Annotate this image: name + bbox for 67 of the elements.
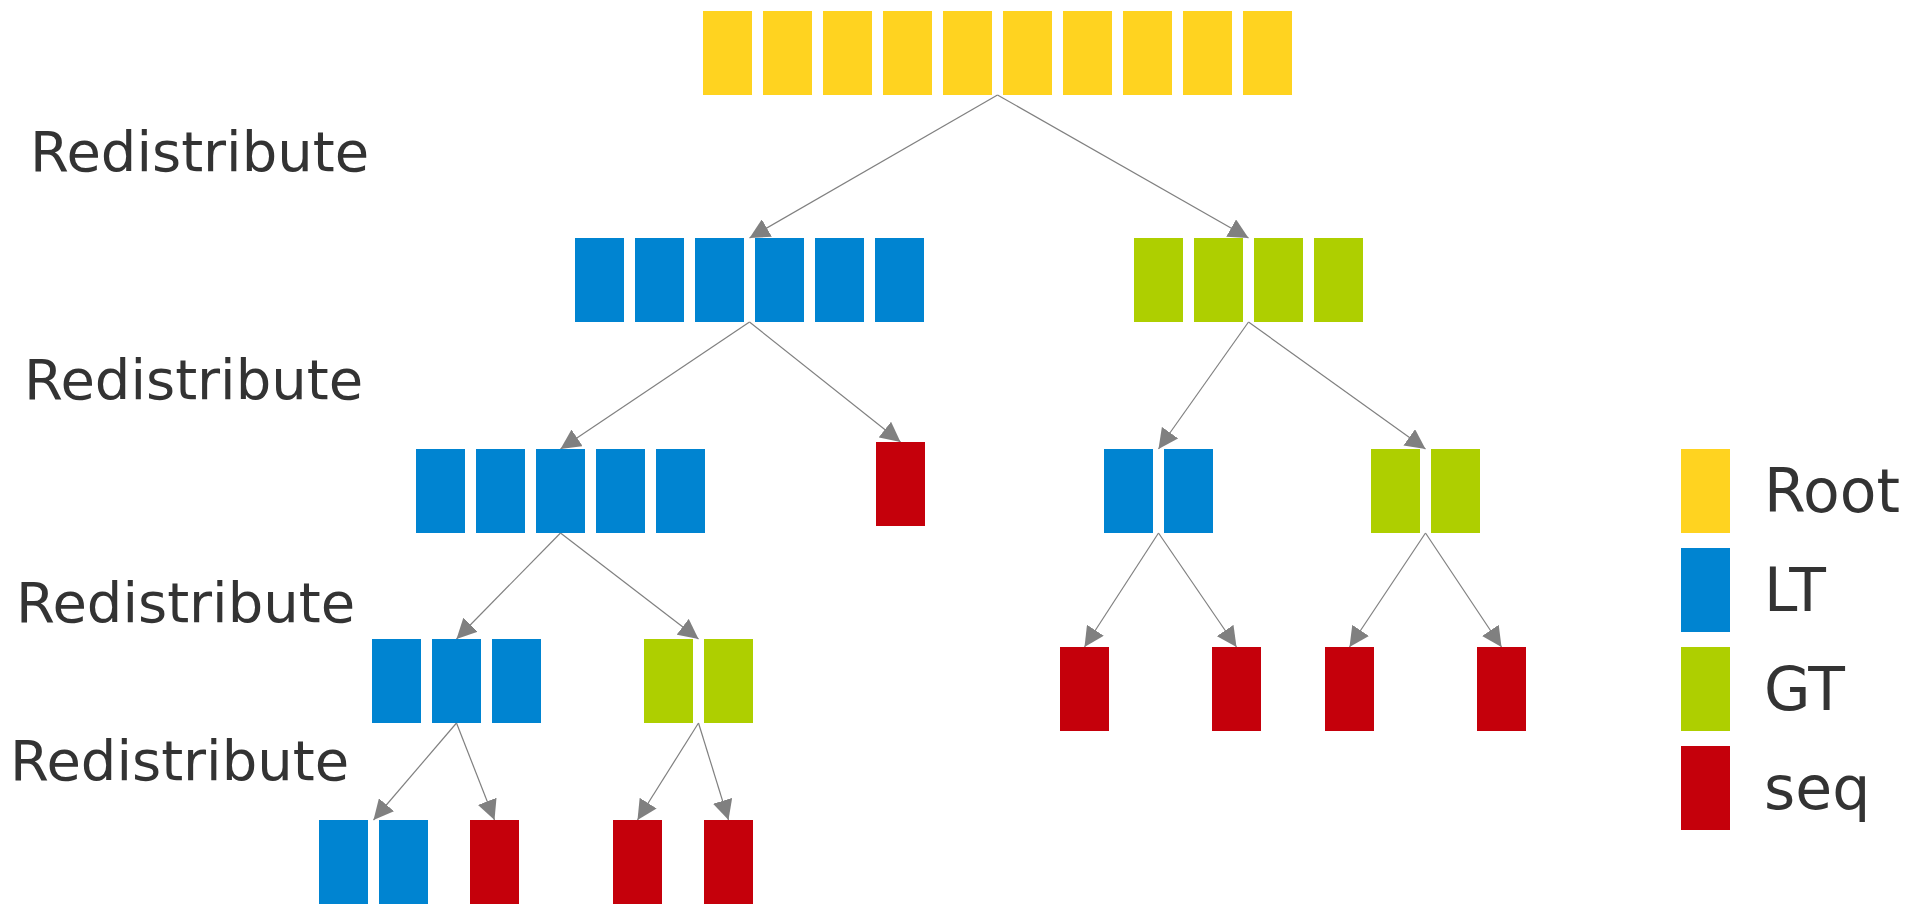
array-bar bbox=[644, 639, 693, 723]
step-label: Redistribute bbox=[16, 575, 356, 631]
array-bar bbox=[613, 820, 662, 904]
array-bar bbox=[1063, 11, 1112, 95]
legend-label: LT bbox=[1764, 560, 1826, 620]
array-bar bbox=[379, 820, 428, 904]
array-bar bbox=[1134, 238, 1183, 322]
array-bar bbox=[656, 449, 705, 533]
array-bar bbox=[476, 449, 525, 533]
arrow bbox=[996, 94, 1250, 239]
arrow bbox=[1157, 532, 1238, 648]
array-bar bbox=[536, 449, 585, 533]
array-bar bbox=[1371, 449, 1420, 533]
array-bar bbox=[372, 639, 421, 723]
array-bar bbox=[883, 11, 932, 95]
arrow bbox=[1424, 532, 1503, 648]
legend-label: GT bbox=[1764, 659, 1845, 719]
array-bar bbox=[703, 11, 752, 95]
arrow bbox=[1083, 532, 1160, 648]
step-label: Redistribute bbox=[30, 124, 370, 180]
arrow bbox=[559, 532, 700, 640]
array-bar bbox=[1477, 647, 1526, 731]
array-bar bbox=[416, 449, 465, 533]
array-bar bbox=[1194, 238, 1243, 322]
array-bar bbox=[1254, 238, 1303, 322]
legend-label: Root bbox=[1764, 461, 1900, 521]
step-label: Redistribute bbox=[24, 352, 364, 408]
array-bar bbox=[1104, 449, 1153, 533]
array-bar bbox=[823, 11, 872, 95]
array-bar bbox=[1060, 647, 1109, 731]
array-bar bbox=[755, 238, 804, 322]
array-bar bbox=[492, 639, 541, 723]
array-bar bbox=[1243, 11, 1292, 95]
array-bar bbox=[596, 449, 645, 533]
arrow bbox=[372, 722, 458, 821]
array-bar bbox=[575, 238, 624, 322]
array-bar bbox=[1123, 11, 1172, 95]
arrow bbox=[748, 94, 999, 239]
arrow bbox=[559, 321, 751, 450]
step-label: Redistribute bbox=[10, 733, 350, 789]
array-bar bbox=[1164, 449, 1213, 533]
arrow bbox=[1247, 321, 1427, 450]
array-bar bbox=[875, 238, 924, 322]
array-bar bbox=[815, 238, 864, 322]
array-bar bbox=[1003, 11, 1052, 95]
array-bar bbox=[1431, 449, 1480, 533]
arrow bbox=[455, 532, 562, 640]
array-bar bbox=[432, 639, 481, 723]
array-bar bbox=[1212, 647, 1261, 731]
array-bar bbox=[704, 639, 753, 723]
arrow bbox=[1348, 532, 1427, 648]
array-bar bbox=[1325, 647, 1374, 731]
arrow bbox=[1157, 321, 1250, 450]
array-bar bbox=[695, 238, 744, 322]
array-bar bbox=[943, 11, 992, 95]
array-bar bbox=[1314, 238, 1363, 322]
array-bar bbox=[1183, 11, 1232, 95]
arrow bbox=[455, 722, 497, 821]
arrow bbox=[748, 321, 902, 443]
array-bar bbox=[470, 820, 519, 904]
arrow bbox=[697, 722, 733, 821]
array-bar bbox=[635, 238, 684, 322]
array-bar bbox=[876, 442, 925, 526]
arrow bbox=[636, 722, 700, 821]
array-bar bbox=[763, 11, 812, 95]
array-bar bbox=[704, 820, 753, 904]
array-bar bbox=[319, 820, 368, 904]
